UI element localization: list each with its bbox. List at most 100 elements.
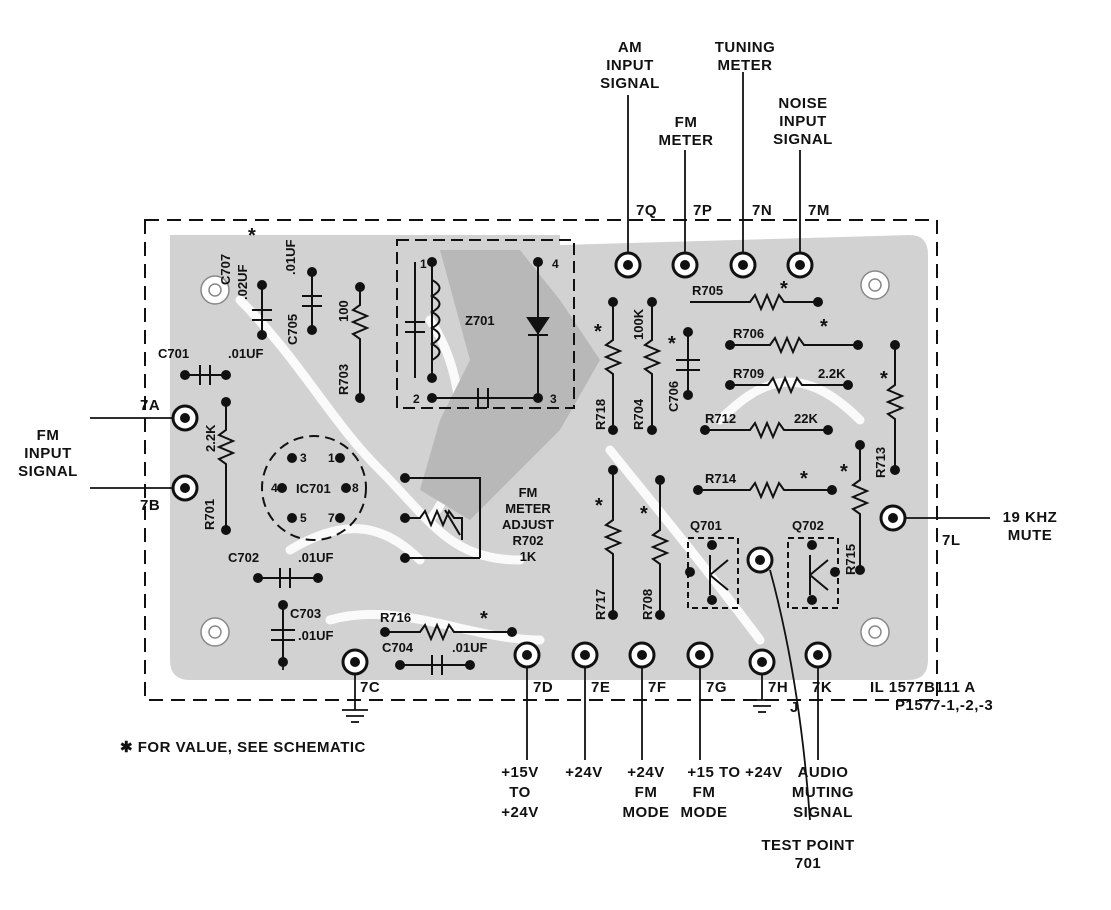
component-leads (185, 262, 905, 675)
mute-19khz-label-2: MUTE (1008, 527, 1053, 544)
am-input-label-2: INPUT (606, 57, 654, 74)
ic701-pin-3: 3 (300, 451, 307, 465)
label-q701: Q701 (690, 518, 722, 533)
fm-meter-label-1: FM (675, 114, 698, 131)
v24-label: +24V (565, 764, 602, 781)
terminal-7d: 7D (533, 679, 553, 696)
z701-pin-2: 2 (413, 392, 420, 406)
am-input-label-3: SIGNAL (600, 75, 660, 92)
terminal-7n: 7N (752, 202, 772, 219)
label-c702: C702 (228, 550, 259, 565)
label-r713: R713 (873, 447, 888, 478)
terminal-7q: 7Q (636, 202, 657, 219)
ic701-pin-1: 1 (328, 451, 335, 465)
audio-muting-label-2: MUTING (792, 784, 854, 801)
fm-meter-adjust-4: R702 (512, 533, 543, 548)
v24-fm-label-2: FM (635, 784, 658, 801)
label-c704: C704 (382, 640, 414, 655)
v24-fm-label-1: +24V (627, 764, 664, 781)
z701-enclosure (396, 239, 575, 409)
terminal-7j: J (790, 699, 799, 716)
audio-muting-label-1: AUDIO (798, 764, 849, 781)
v15-fm-label-2: FM (693, 784, 716, 801)
label-r704: R704 (631, 398, 646, 430)
label-c707: C707 (218, 254, 233, 285)
label-r706: R706 (733, 326, 764, 341)
label-r717: R717 (593, 589, 608, 620)
star-r715: * (840, 461, 848, 483)
terminal-7k: 7K (812, 679, 832, 696)
label-c703: C703 (290, 606, 321, 621)
footnote: ✱ FOR VALUE, SEE SCHEMATIC (120, 739, 366, 756)
label-c701: C701 (158, 346, 189, 361)
terminal-7m: 7M (808, 202, 830, 219)
am-input-label-1: AM (618, 39, 642, 56)
v15-fm-label-1: +15 TO +24V (687, 764, 782, 781)
part-number-1: IL 1577B111 A (870, 679, 976, 696)
component-labels: C701 .01UF C707 .02UF * C705 .01UF R701 … (158, 225, 888, 655)
label-r718: R718 (593, 399, 608, 430)
label-z701: Z701 (465, 313, 495, 328)
ic701-outline (261, 435, 367, 541)
label-r716: R716 (380, 610, 411, 625)
label-c705-value: .01UF (283, 240, 298, 275)
star-r706: * (820, 316, 828, 338)
pcb-ground-fill (420, 250, 600, 520)
ic701-pin-7: 7 (328, 511, 335, 525)
terminal-7h: 7H (768, 679, 788, 696)
tuning-meter-label-2: METER (718, 57, 773, 74)
z701-pin-3: 3 (550, 392, 557, 406)
audio-muting-label-3: SIGNAL (793, 804, 853, 821)
v15-fm-label-3: MODE (681, 804, 728, 821)
fm-input-label-3: SIGNAL (18, 463, 78, 480)
star-c707: * (248, 225, 256, 247)
ic701-pin-4: 4 (271, 481, 278, 495)
test-point-label-1: TEST POINT (761, 837, 854, 854)
leader-lines (90, 72, 990, 821)
terminal-7f: 7F (648, 679, 667, 696)
fm-input-label-2: INPUT (24, 445, 72, 462)
v15-24-label-3: +24V (501, 804, 538, 821)
terminal-pads (171, 251, 907, 676)
mounting-holes (200, 270, 890, 647)
label-c701-value: .01UF (228, 346, 263, 361)
label-q702: Q702 (792, 518, 824, 533)
label-r703: R703 (336, 364, 351, 395)
v15-24-label-1: +15V (501, 764, 538, 781)
terminal-7p: 7P (693, 202, 712, 219)
label-r712-value: 22K (794, 411, 818, 426)
label-r703-value: 100 (336, 300, 351, 322)
label-r712: R712 (705, 411, 736, 426)
v24-fm-label-3: MODE (623, 804, 670, 821)
terminal-7a: 7A (140, 397, 160, 414)
terminal-7b: 7B (140, 497, 160, 514)
label-r705: R705 (692, 283, 723, 298)
label-r701: R701 (202, 499, 217, 530)
fm-meter-adjust-2: METER (505, 501, 551, 516)
label-r709-value: 2.2K (818, 366, 846, 381)
label-c704-value: .01UF (452, 640, 487, 655)
star-r708: * (640, 503, 648, 525)
label-r715: R715 (843, 544, 858, 575)
label-r709: R709 (733, 366, 764, 381)
terminal-7g: 7G (706, 679, 727, 696)
label-c707-value: .02UF (235, 265, 250, 300)
label-r714: R714 (705, 471, 737, 486)
star-c706: * (668, 333, 676, 355)
star-r717: * (595, 495, 603, 517)
label-ic701: IC701 (296, 481, 331, 496)
z701-pin-4: 4 (552, 257, 559, 271)
mute-19khz-label-1: 19 KHZ (1003, 509, 1058, 526)
label-r701-value: 2.2K (203, 424, 218, 452)
z701-pin-1: 1 (420, 257, 427, 271)
label-c705: C705 (285, 314, 300, 345)
star-r716: * (480, 608, 488, 630)
test-point-label-2: 701 (795, 855, 822, 872)
ic701-pin-5: 5 (300, 511, 307, 525)
ic701-pin-8: 8 (352, 481, 359, 495)
star-r714: * (800, 468, 808, 490)
star-r718: * (594, 321, 602, 343)
star-r713: * (880, 368, 888, 390)
